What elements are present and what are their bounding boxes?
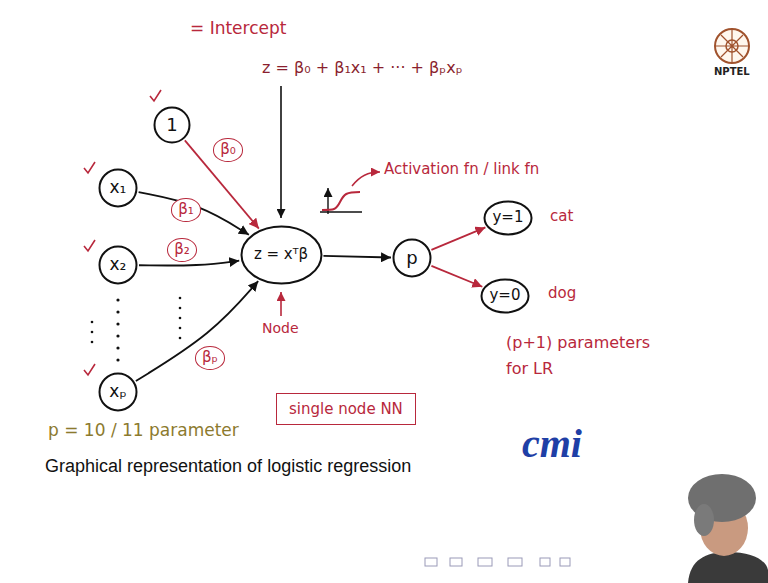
neuron-circle: x₂ <box>98 245 138 285</box>
edge-weight: β₀ <box>213 138 243 161</box>
annotation-text: (p+1) parameters for LR <box>506 330 656 381</box>
annotation-text: cmi <box>522 420 582 468</box>
node-label: x₂ <box>110 255 127 275</box>
sigmoid-sketch <box>320 172 380 214</box>
circle-outline <box>100 247 137 284</box>
node-label: z = xᵀβ <box>254 246 308 263</box>
nav-icons <box>425 558 570 566</box>
circle-outline <box>481 280 528 313</box>
circle-outline <box>155 108 190 143</box>
annotation-text: Activation fn / link fn <box>384 160 539 178</box>
connector-arrow <box>136 281 258 381</box>
presenter-figure <box>688 474 768 583</box>
connector-arrow <box>139 192 249 235</box>
figure-caption: Graphical representation of logistic reg… <box>45 456 411 478</box>
node-label: y=1 <box>492 209 523 226</box>
annotation-text: dog <box>548 284 576 302</box>
annotation-text: cat <box>550 207 573 225</box>
circle-outline <box>100 170 137 207</box>
connector-arrow <box>139 261 239 266</box>
circle-outline <box>394 240 431 277</box>
neuron-circle: z = xᵀβ <box>240 225 323 285</box>
circle-outline <box>484 202 531 235</box>
leader-line <box>280 292 282 316</box>
node-label: xₚ <box>109 382 126 402</box>
edge-weight: βₚ <box>195 346 225 369</box>
annotation-text: p = 10 / 11 parameter <box>48 420 239 440</box>
check-mark <box>84 90 161 375</box>
circle-outline <box>241 227 321 284</box>
neuron-circle: p <box>392 238 432 278</box>
annotation-text: = Intercept <box>190 18 286 38</box>
annotation-text: NPTEL <box>714 66 750 78</box>
connector-arrow <box>431 227 485 250</box>
nptel-emblem <box>715 29 749 63</box>
annotation-text: z = β₀ + β₁x₁ + ··· + βₚxₚ <box>262 58 462 77</box>
neuron-circle: xₚ <box>98 372 138 412</box>
edge-weight: β₂ <box>167 238 197 261</box>
neuron-circle: x₁ <box>98 168 138 208</box>
annotation-text: single node NN <box>276 393 416 425</box>
annotation-text: Node <box>262 320 299 337</box>
connector-arrow <box>431 266 482 287</box>
leader-line <box>280 86 282 218</box>
node-label: x₁ <box>110 178 127 198</box>
neuron-circle: y=0 <box>480 278 530 314</box>
ellipsis-dots <box>91 297 182 362</box>
node-label: 1 <box>166 115 177 136</box>
edge-weight: β₁ <box>171 198 201 221</box>
node-label: p <box>406 248 417 269</box>
neuron-circle: 1 <box>153 106 191 144</box>
node-label: y=0 <box>489 287 520 304</box>
neuron-circle: y=1 <box>483 200 533 236</box>
circle-outline <box>100 374 137 411</box>
connector-arrow <box>323 256 391 258</box>
